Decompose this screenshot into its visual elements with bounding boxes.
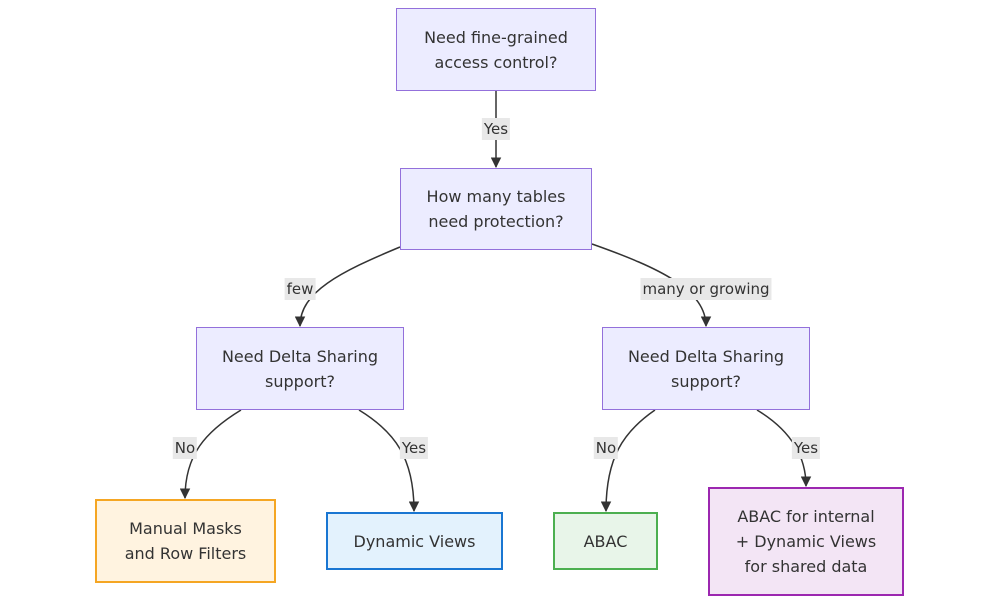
edge-label-yes: Yes — [399, 437, 429, 459]
node-text: + Dynamic Views — [735, 532, 877, 551]
node-text: support? — [265, 371, 335, 391]
node-delta-sharing-few: Need Delta Sharing support? — [196, 327, 404, 410]
outcome-manual-masks: Manual Masks and Row Filters — [95, 499, 276, 583]
node-text: access control? — [434, 52, 558, 72]
edge-label-no: No — [172, 437, 198, 459]
node-fine-grained-access: Need fine-grained access control? — [396, 8, 596, 91]
outcome-dynamic-views: Dynamic Views — [326, 512, 503, 570]
outcome-abac: ABAC — [553, 512, 658, 570]
node-text: ABAC for internal — [737, 507, 875, 526]
edge-label-many-or-growing: many or growing — [640, 278, 772, 300]
edge-label-yes: Yes — [791, 437, 821, 459]
node-text: need protection? — [428, 212, 564, 231]
node-how-many-tables: How many tables need protection? — [400, 168, 592, 250]
node-text: Manual Masks — [129, 519, 242, 538]
edge-label-few: few — [284, 278, 316, 300]
edge-label-no: No — [593, 437, 619, 459]
node-text: support? — [671, 371, 741, 391]
node-text: How many tables — [426, 187, 566, 206]
edge-label-yes: Yes — [481, 118, 511, 140]
node-text: Dynamic Views — [353, 531, 476, 551]
outcome-abac-plus-dynamic-views: ABAC for internal + Dynamic Views for sh… — [708, 487, 904, 596]
node-text: Need Delta Sharing — [627, 346, 785, 366]
node-text: and Row Filters — [124, 544, 247, 563]
node-text: ABAC — [583, 531, 628, 551]
edge-q3a-r1 — [179, 409, 242, 500]
edge-q2-q3a — [294, 246, 401, 328]
node-text: Need Delta Sharing — [221, 346, 379, 366]
node-text: Need fine-grained — [424, 27, 568, 47]
node-delta-sharing-many: Need Delta Sharing support? — [602, 327, 810, 410]
edge-q3b-r3 — [600, 409, 656, 513]
edge-q3a-r2 — [358, 409, 420, 513]
node-text: for shared data — [744, 557, 868, 576]
